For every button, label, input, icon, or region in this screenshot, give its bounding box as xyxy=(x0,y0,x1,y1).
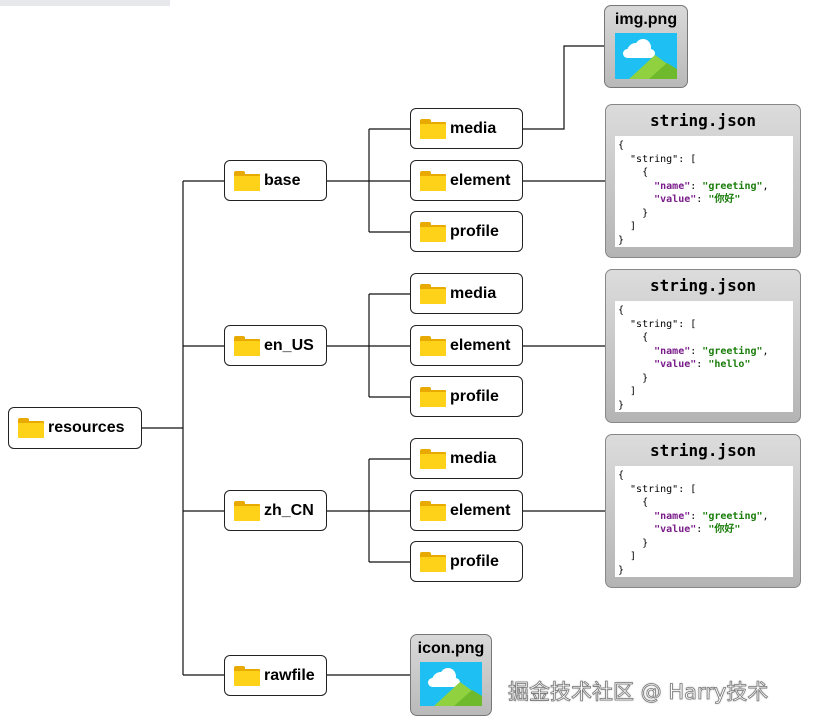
top-header-strip xyxy=(0,0,170,6)
image-thumbnail-icon xyxy=(420,662,482,706)
folder-base-profile[interactable]: profile xyxy=(410,211,523,252)
folder-icon xyxy=(420,118,446,139)
json-file-card-en-us[interactable]: string.json { "string": [ { "name": "gre… xyxy=(605,269,801,423)
folder-rawfile[interactable]: rawfile xyxy=(224,655,327,696)
folder-label: profile xyxy=(450,222,499,240)
folder-icon xyxy=(234,500,260,521)
folder-label: rawfile xyxy=(264,666,315,684)
json-file-card-zh-cn[interactable]: string.json { "string": [ { "name": "gre… xyxy=(605,434,801,588)
folder-icon xyxy=(420,448,446,469)
folder-icon xyxy=(420,386,446,407)
folder-base-element[interactable]: element xyxy=(410,160,523,201)
file-name: img.png xyxy=(614,11,678,28)
folder-label: resources xyxy=(48,419,125,436)
json-file-title: string.json xyxy=(650,111,756,130)
folder-icon xyxy=(420,221,446,242)
image-file-img-png[interactable]: img.png xyxy=(604,5,688,88)
folder-en-us-element[interactable]: element xyxy=(410,325,523,366)
folder-label: media xyxy=(450,449,497,467)
folder-label: base xyxy=(264,171,301,189)
json-code-block: { "string": [ { "name": "greeting", "val… xyxy=(615,466,793,577)
json-file-title: string.json xyxy=(650,276,756,295)
folder-zh-cn-profile[interactable]: profile xyxy=(410,541,523,582)
folder-icon xyxy=(234,335,260,356)
json-file-title: string.json xyxy=(650,441,756,460)
folder-base[interactable]: base xyxy=(224,160,327,201)
folder-zh-cn-element[interactable]: element xyxy=(410,490,523,531)
folder-icon xyxy=(18,418,44,438)
folder-icon xyxy=(420,335,446,356)
folder-icon xyxy=(234,665,260,686)
json-file-card-base[interactable]: string.json { "string": [ { "name": "gre… xyxy=(605,104,801,258)
image-file-icon-png[interactable]: icon.png xyxy=(410,634,492,716)
folder-label: media xyxy=(450,119,497,137)
folder-en-us[interactable]: en_US xyxy=(224,325,327,366)
folder-label: element xyxy=(450,501,511,519)
folder-label: media xyxy=(450,284,497,302)
folder-icon xyxy=(234,170,260,191)
folder-icon xyxy=(420,500,446,521)
json-code-block: { "string": [ { "name": "greeting", "val… xyxy=(615,136,793,247)
folder-en-us-profile[interactable]: profile xyxy=(410,376,523,417)
folder-label: zh_CN xyxy=(264,501,314,519)
folder-label: element xyxy=(450,171,511,189)
folder-label: profile xyxy=(450,387,499,405)
file-name: icon.png xyxy=(417,640,485,657)
folder-base-media[interactable]: media xyxy=(410,108,523,149)
folder-resources[interactable]: resources xyxy=(8,407,142,449)
json-code-block: { "string": [ { "name": "greeting", "val… xyxy=(615,301,793,412)
image-thumbnail-icon xyxy=(615,33,677,79)
folder-label: en_US xyxy=(264,336,314,354)
watermark-text: 掘金技术社区 @ Harry技术 xyxy=(508,680,769,705)
folder-zh-cn-media[interactable]: media xyxy=(410,438,523,479)
folder-icon xyxy=(420,283,446,304)
folder-zh-cn[interactable]: zh_CN xyxy=(224,490,327,531)
folder-en-us-media[interactable]: media xyxy=(410,273,523,314)
folder-label: profile xyxy=(450,552,499,570)
folder-icon xyxy=(420,170,446,191)
folder-icon xyxy=(420,551,446,572)
folder-label: element xyxy=(450,336,511,354)
